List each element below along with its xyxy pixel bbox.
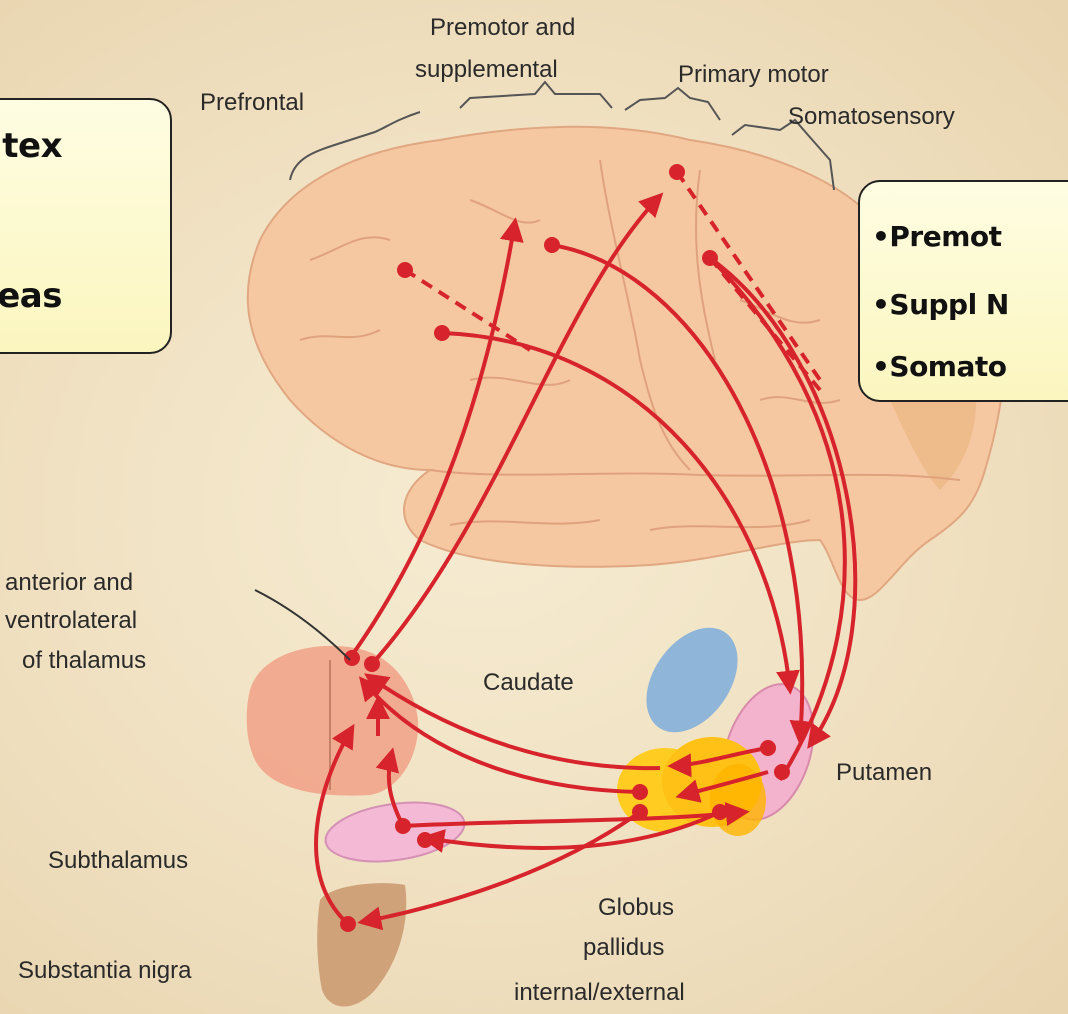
right-callout-line1: •Premot: [872, 220, 1002, 253]
caudate-label: Caudate: [483, 669, 574, 696]
right-callout: •Premot •Suppl N •Somato: [858, 180, 1068, 402]
thalamus-label-line1: anterior and: [5, 569, 133, 596]
thalamus-label-line2: ventrolateral: [5, 607, 137, 634]
left-callout-line2: eas: [0, 276, 62, 316]
substantia-nigra-label: Substantia nigra: [18, 957, 192, 984]
prefrontal-label: Prefrontal: [200, 89, 304, 116]
putamen-label: Putamen: [836, 759, 932, 786]
globus-label-line3: internal/external: [514, 979, 685, 1006]
thalamus: [247, 646, 418, 796]
left-callout-line1: tex: [0, 126, 62, 166]
somatosensory-label: Somatosensory: [788, 103, 955, 130]
thalamus-label-line3: of thalamus: [22, 647, 146, 674]
globus-label-line1: Globus: [598, 894, 674, 921]
subthalamus-label: Subthalamus: [48, 847, 188, 874]
premotor-label-top: Premotor and: [430, 14, 575, 41]
right-callout-line2: •Suppl N: [872, 288, 1009, 321]
left-callout: tex eas: [0, 98, 172, 354]
premotor-label-bottom: supplemental: [415, 56, 558, 83]
right-callout-line3: •Somato: [872, 350, 1007, 383]
primary-motor-label: Primary motor: [678, 61, 829, 88]
globus-label-line2: pallidus: [583, 934, 664, 961]
premotor-brace: [460, 82, 612, 108]
primary-motor-brace: [625, 88, 720, 120]
